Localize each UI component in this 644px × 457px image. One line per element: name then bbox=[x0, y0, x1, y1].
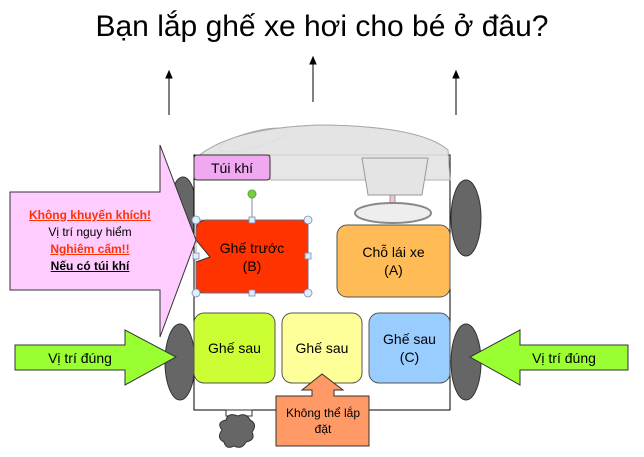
rear-right-seat-code: (C) bbox=[399, 349, 420, 365]
rear-right-seat: Ghế sau (C) bbox=[369, 313, 450, 383]
wheel-rear-left bbox=[164, 323, 196, 401]
exhaust-smoke-icon bbox=[218, 414, 256, 448]
warning-not-recommended: Không khuyến khích! bbox=[28, 208, 151, 222]
wheel-front-right bbox=[450, 179, 482, 257]
cannot-install-arrow bbox=[275, 373, 370, 447]
driver-seat: Chỗ lái xe (A) bbox=[337, 225, 450, 297]
warning-dangerous: Vị trí nguy hiểm bbox=[48, 225, 132, 239]
rear-left-seat-shape bbox=[193, 312, 276, 384]
rear-right-seat-label: Ghế sau bbox=[383, 331, 436, 347]
airbag-box bbox=[193, 154, 271, 181]
airbag-label: Túi khí bbox=[210, 159, 253, 176]
cannot-install-label: Không thể lắp đặt bbox=[285, 406, 361, 436]
driver-seat-shape bbox=[336, 224, 451, 298]
dashboard bbox=[361, 157, 429, 196]
rear-right-seat-shape bbox=[368, 312, 451, 384]
page-title: Bạn lắp ghế xe hơi cho bé ở đâu? bbox=[95, 10, 549, 43]
front-seat-label: Ghế trước bbox=[219, 239, 285, 256]
correct-arrow-right bbox=[468, 329, 629, 386]
driver-seat-label: Chỗ lái xe bbox=[362, 244, 425, 260]
front-seat: Ghế trước(B) bbox=[196, 220, 308, 293]
correct-left-label: Vị trí đúng bbox=[48, 349, 112, 366]
rear-middle-seat: Ghế sau bbox=[295, 340, 349, 356]
warning-if-airbag: Nếu có túi khí bbox=[50, 259, 130, 273]
rear-left-seat: Ghế sau bbox=[208, 340, 261, 356]
warning-text: Không khuyến khích! Vị trí nguy hiểm Ngh… bbox=[10, 195, 170, 287]
warning-forbidden: Nghiêm cấm!! bbox=[50, 242, 130, 256]
warning-arrow bbox=[9, 144, 197, 338]
steering-wheel-icon bbox=[354, 202, 432, 224]
wheel-rear-right bbox=[450, 323, 482, 401]
correct-right-label: Vị trí đúng bbox=[532, 349, 596, 366]
driver-seat-code: (A) bbox=[384, 262, 403, 278]
correct-arrow-left bbox=[14, 329, 178, 386]
front-seat-code: (B) bbox=[242, 257, 262, 274]
